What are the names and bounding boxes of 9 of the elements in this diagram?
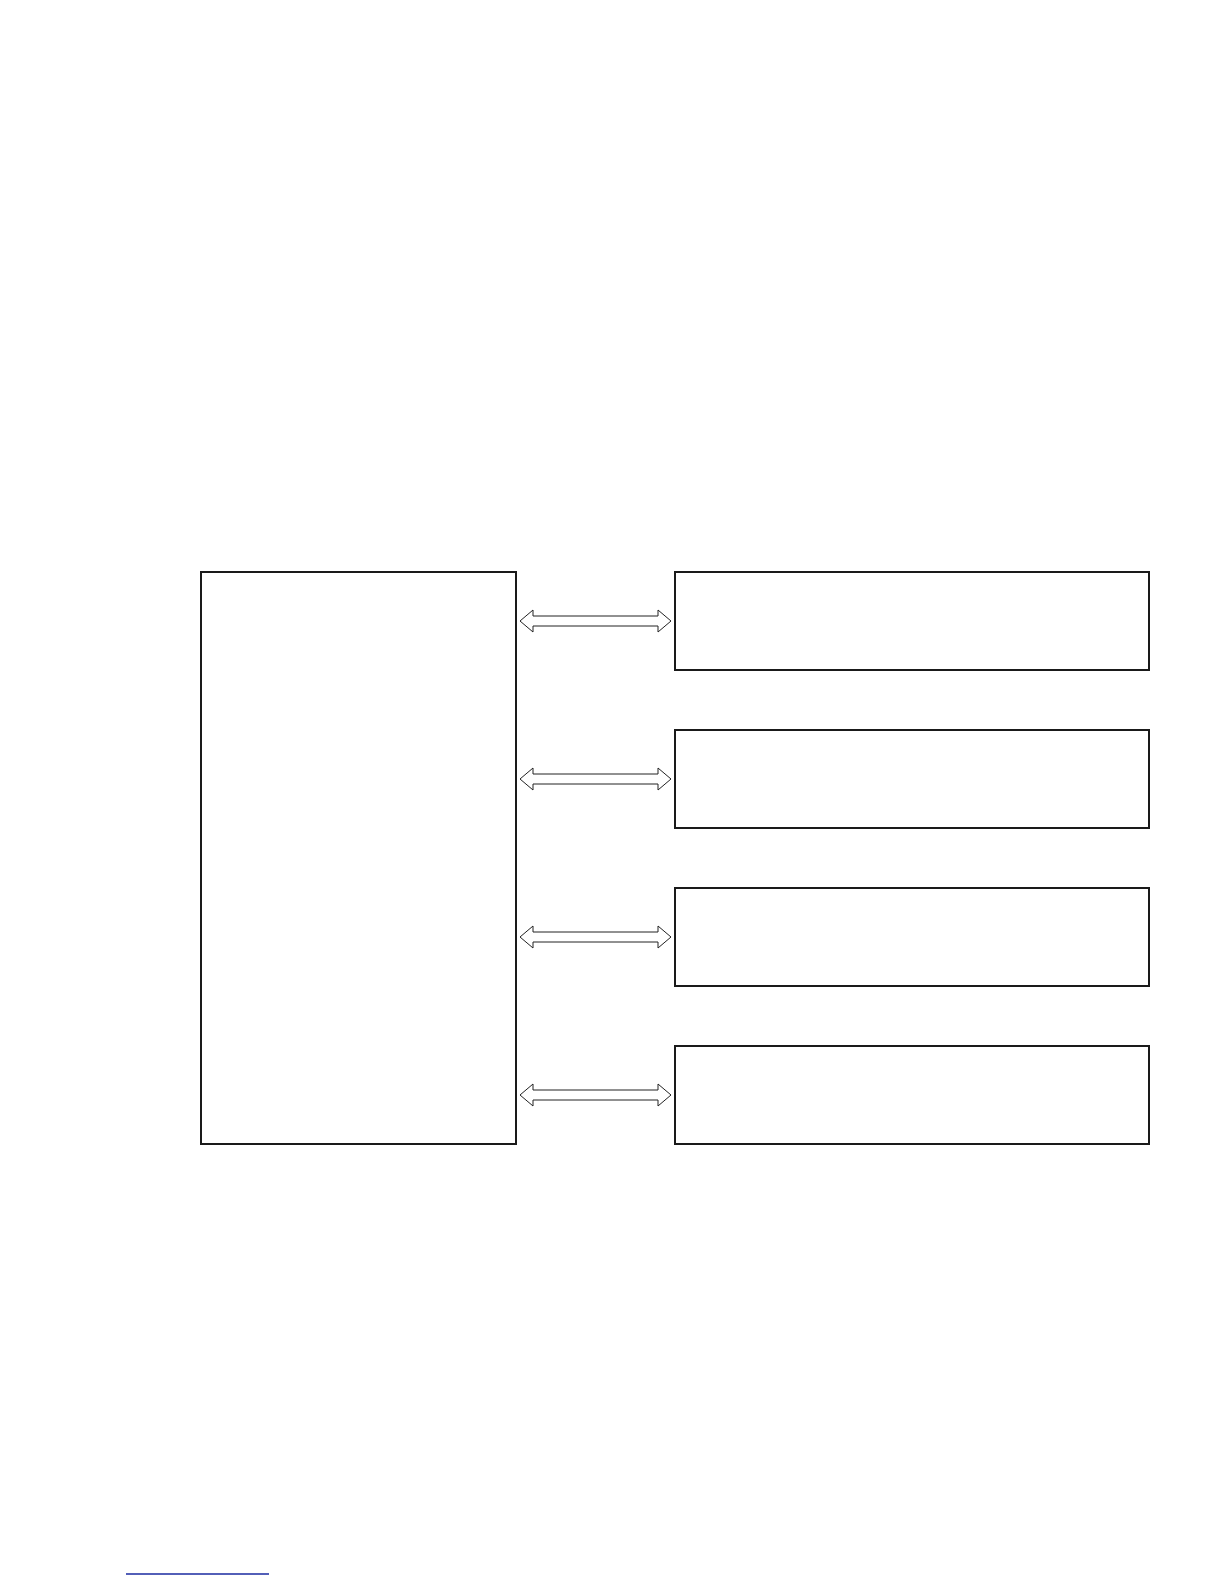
empty-box — [200, 571, 517, 1145]
double-arrow — [519, 925, 672, 949]
double-arrow — [519, 767, 672, 791]
empty-box — [674, 887, 1150, 987]
empty-box — [674, 571, 1150, 671]
empty-box — [674, 729, 1150, 829]
double-arrow — [519, 1083, 672, 1107]
double-arrow — [519, 609, 672, 633]
empty-box — [674, 1045, 1150, 1145]
